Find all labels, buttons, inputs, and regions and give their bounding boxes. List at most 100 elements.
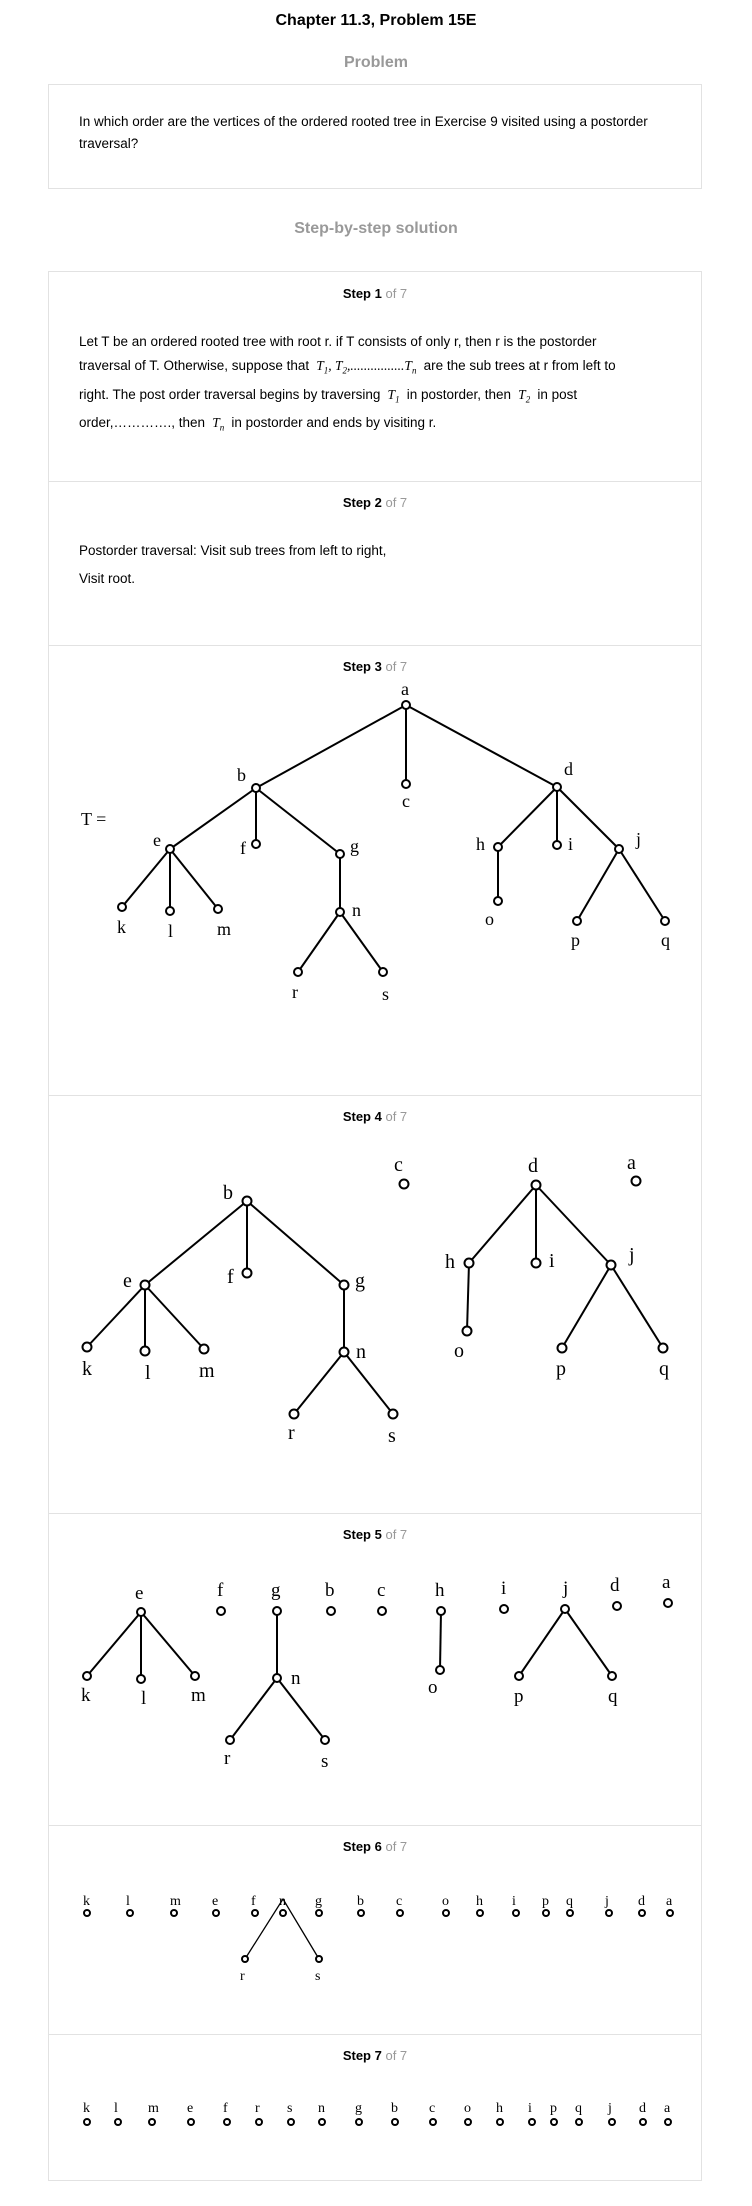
step-4: Step 4 of 7 c a [49, 1095, 701, 1514]
label-c: c [402, 791, 410, 811]
step-1: Step 1 of 7 Let T be an ordered rooted t… [49, 272, 701, 482]
step6-node-o [442, 1909, 450, 1917]
step7-node-i [528, 2118, 536, 2126]
label-d: d [564, 759, 573, 779]
node-s [320, 1735, 330, 1745]
label-p: p [556, 1358, 566, 1380]
node-e [136, 1607, 146, 1617]
node-m [190, 1671, 200, 1681]
label-f: f [217, 1580, 224, 1601]
step7-label-m: m [148, 2101, 159, 2116]
problem-heading: Problem [343, 54, 408, 71]
step7-label-a: a [664, 2101, 671, 2116]
step7-node-h [496, 2118, 504, 2126]
step6-label-m: m [170, 1894, 181, 1909]
node-b [326, 1606, 336, 1616]
label-r: r [288, 1422, 295, 1444]
step6-node-a [666, 1909, 674, 1917]
step6-node-c [396, 1909, 404, 1917]
label-b: b [325, 1580, 335, 1601]
step6-node-k [83, 1909, 91, 1917]
step-2-header: Step 2 of 7 [342, 495, 408, 510]
step-1-header: Step 1 of 7 [342, 286, 408, 301]
step7-label-r: r [255, 2101, 260, 2116]
node-h [436, 1606, 446, 1616]
step-6-subtree-edges [244, 1898, 320, 1960]
node-p [556, 1342, 568, 1354]
label-o: o [454, 1340, 464, 1362]
node-g [335, 849, 345, 859]
step-1-line-3: right. The post order traversal begins b… [79, 386, 578, 405]
label-s: s [321, 1751, 328, 1772]
node-b [251, 783, 261, 793]
label-k: k [81, 1685, 91, 1706]
step6-label-p: p [542, 1894, 549, 1909]
node-d [612, 1601, 622, 1611]
step6-node-g [315, 1909, 323, 1917]
step7-node-a [664, 2118, 672, 2126]
step-4-header: Step 4 of 7 [342, 1109, 408, 1124]
step-1-line-4: order,…………., then Tn in postorder and en… [79, 415, 437, 434]
step6-label-e: e [212, 1894, 218, 1909]
step7-label-l: l [114, 2101, 118, 2116]
step6-label-o: o [442, 1894, 449, 1909]
step7-label-n: n [318, 2101, 325, 2116]
node-j [605, 1259, 617, 1271]
step-2-line-2: Visit root. [79, 571, 136, 586]
node-f [251, 839, 261, 849]
step6-label-b: b [357, 1894, 364, 1909]
step6-node-h [476, 1909, 484, 1917]
step-6-header: Step 6 of 7 [342, 1839, 408, 1854]
step7-node-m [148, 2118, 156, 2126]
node-a [663, 1598, 673, 1608]
label-r: r [240, 1969, 245, 1984]
label-o: o [428, 1677, 438, 1698]
step6-label-h: h [476, 1894, 483, 1909]
label-e: e [135, 1583, 143, 1604]
step6-node-q [566, 1909, 574, 1917]
label-q: q [659, 1358, 669, 1380]
node-r [241, 1955, 249, 1963]
step7-label-d: d [639, 2101, 646, 2116]
step7-label-q: q [575, 2101, 582, 2116]
node-n [335, 907, 345, 917]
step6-node-i [512, 1909, 520, 1917]
label-i: i [568, 834, 573, 854]
step-7-header: Step 7 of 7 [342, 2048, 408, 2063]
label-j: j [628, 1244, 635, 1266]
label-i: i [501, 1578, 506, 1599]
solution-box: Step 1 of 7 Let T be an ordered rooted t… [48, 271, 702, 2181]
step6-node-e [212, 1909, 220, 1917]
problem-box: In which order are the vertices of the o… [48, 84, 702, 189]
step7-node-f [223, 2118, 231, 2126]
step6-label-l: l [126, 1894, 130, 1909]
step-4-nodes: c a b e f g k l m n r s d h i j o p q [81, 1152, 669, 1447]
step-2: Step 2 of 7 Postorder traversal: Visit s… [49, 481, 701, 646]
step6-node-d [638, 1909, 646, 1917]
step-5: Step 5 of 7 e k l m f g n [49, 1513, 701, 1826]
step-2-body: Postorder traversal: Visit sub trees fro… [79, 537, 669, 593]
node-j [614, 844, 624, 854]
step7-node-d [639, 2118, 647, 2126]
node-q [607, 1671, 617, 1681]
label-g: g [355, 1270, 365, 1292]
node-j [560, 1604, 570, 1614]
step7-label-s: s [287, 2101, 292, 2116]
step7-node-q [575, 2118, 583, 2126]
step6-label-d: d [638, 1894, 645, 1909]
step7-label-g: g [355, 2101, 362, 2116]
node-c [398, 1178, 410, 1190]
step7-node-s [287, 2118, 295, 2126]
node-a [401, 700, 411, 710]
label-l: l [145, 1362, 151, 1384]
node-q [657, 1342, 669, 1354]
step6-node-n [279, 1909, 287, 1917]
node-n [272, 1673, 282, 1683]
node-q [660, 916, 670, 926]
label-c: c [394, 1154, 403, 1176]
label-a: a [662, 1572, 671, 1593]
node-s [387, 1408, 399, 1420]
label-l: l [141, 1688, 146, 1709]
node-s [378, 967, 388, 977]
